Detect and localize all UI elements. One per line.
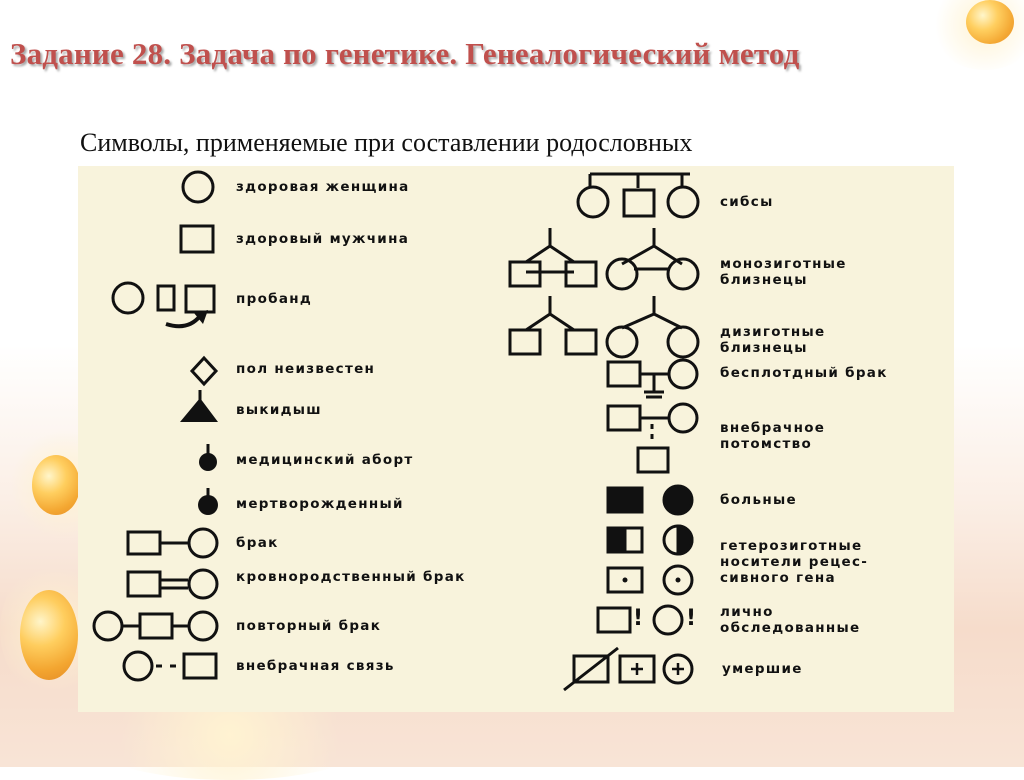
affected-symbol xyxy=(606,484,694,516)
marriage-symbol xyxy=(126,527,219,559)
label-medical-abortion: медицинский аборт xyxy=(236,452,414,468)
label-consanguineous-marriage: кровнородственный брак xyxy=(236,569,466,585)
proband-symbol xyxy=(111,281,216,329)
monozygotic-twins-symbol xyxy=(508,228,700,291)
label-miscarriage: выкидыш xyxy=(236,402,322,418)
label-repeat-marriage: повторный брак xyxy=(236,618,382,634)
slide-subtitle: Символы, применяемые при составлении род… xyxy=(80,128,693,157)
healthy-man-symbol xyxy=(179,224,215,254)
extramarital-offspring-symbol xyxy=(606,402,699,474)
label-childless-marriage: бесплотдный брак xyxy=(720,365,888,381)
decorative-orb xyxy=(32,455,80,515)
label-personally-examined: лично обследованные xyxy=(720,604,861,636)
pedigree-symbols xyxy=(92,170,700,692)
decorative-orb xyxy=(966,0,1014,44)
label-marriage: брак xyxy=(236,535,279,551)
label-stillborn: мертворожденный xyxy=(236,496,404,512)
label-proband: пробанд xyxy=(236,291,313,307)
stillborn-symbol xyxy=(198,488,218,515)
deceased-symbol xyxy=(563,646,694,692)
label-sex-unknown: пол неизвестен xyxy=(236,361,376,377)
extramarital-relation-symbol xyxy=(122,650,218,682)
label-healthy-man: здоровый мужчина xyxy=(236,231,410,247)
personally-examined-symbol xyxy=(596,604,684,636)
repeat-marriage-symbol xyxy=(92,610,219,642)
label-deceased: умершие xyxy=(722,661,803,677)
childless-marriage-symbol xyxy=(606,358,699,399)
label-extramarital-offspring: внебрачное потомство xyxy=(720,420,826,452)
siblings-symbol xyxy=(576,172,700,219)
medical-abortion-symbol xyxy=(199,444,217,471)
label-dizygotic-twins: дизиготные близнецы xyxy=(720,324,826,356)
label-healthy-woman: здоровая женщина xyxy=(236,179,410,195)
dizygotic-twins-symbol xyxy=(508,296,700,359)
consanguineous-marriage-symbol xyxy=(126,568,219,600)
heterozygous-carriers-symbol xyxy=(606,524,694,596)
sex-unknown-symbol xyxy=(189,355,219,387)
exclamation-mark-circle: ! xyxy=(686,606,698,631)
label-siblings: сибсы xyxy=(720,194,774,210)
healthy-woman-symbol xyxy=(181,170,215,204)
decorative-orb xyxy=(20,590,78,680)
label-monozygotic-twins: монозиготные близнецы xyxy=(720,256,847,288)
exclamation-mark-square: ! xyxy=(633,606,645,631)
miscarriage-symbol xyxy=(180,390,218,422)
label-heterozygous-carriers: гетерозиготные носители рецес- сивного г… xyxy=(720,538,869,586)
label-extramarital-relation: внебрачная связь xyxy=(236,658,395,674)
label-affected: больные xyxy=(720,492,797,508)
legend-panel: ! ! здоровая женщина здоровый мужчина пр… xyxy=(78,166,954,712)
slide-title: Задание 28. Задача по генетике. Генеалог… xyxy=(10,36,800,71)
